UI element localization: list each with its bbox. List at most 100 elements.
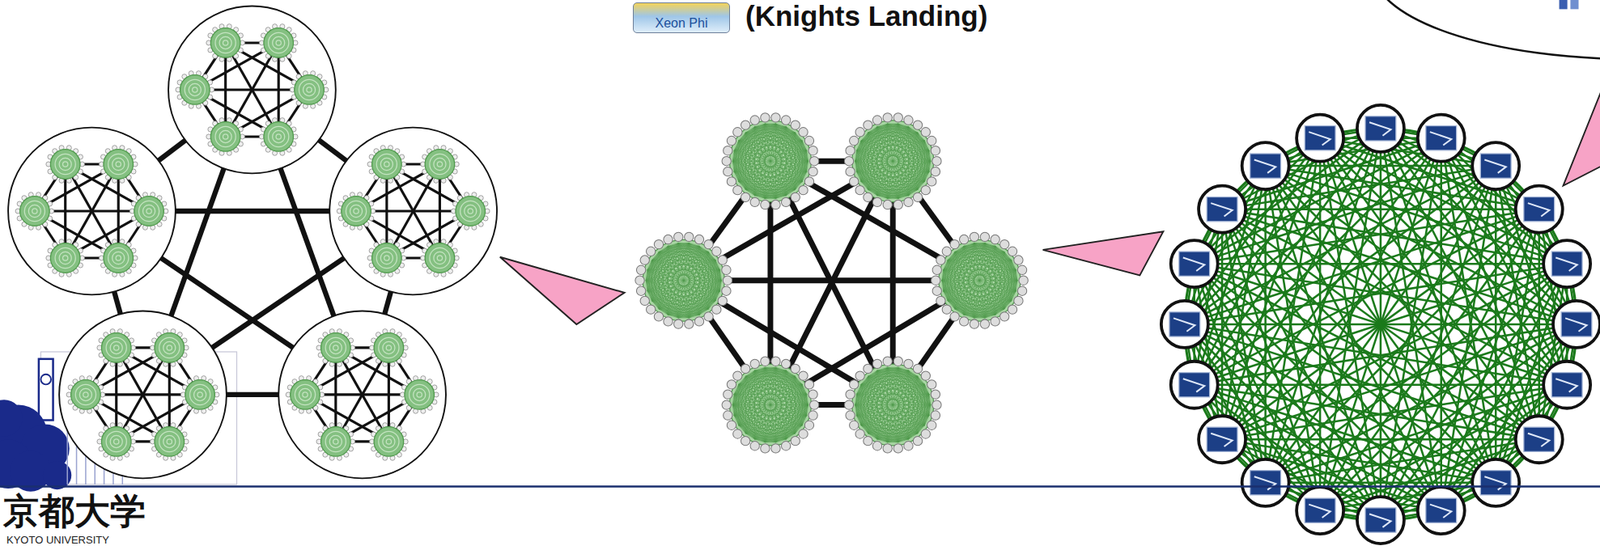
core-ring: [192, 87, 198, 93]
thread-link: [734, 150, 807, 172]
bubble-icon: [1559, 0, 1568, 9]
clock-face: [40, 374, 51, 386]
core-ring: [215, 32, 236, 53]
thread-link: [861, 140, 925, 141]
thread-dot: [927, 380, 937, 390]
thread-dot: [1007, 246, 1017, 256]
thread-link: [943, 260, 1012, 271]
core-disc: [263, 28, 294, 59]
core-ring: [28, 204, 41, 217]
thread-dot: [1014, 296, 1023, 306]
core-ring: [63, 255, 68, 261]
thread-dot: [760, 444, 770, 454]
thread-dot: [980, 319, 989, 329]
thread-dot: [927, 177, 937, 187]
core-disc: [154, 427, 185, 458]
thread-link: [856, 394, 930, 416]
core-disc: [321, 427, 352, 458]
thread-link: [954, 251, 1005, 253]
thread-link: [732, 394, 807, 405]
thread-dot: [721, 157, 731, 166]
core-ring: [188, 83, 201, 96]
core-ring: [106, 337, 127, 358]
core-ring: [437, 161, 442, 167]
thread-dot: [780, 115, 790, 125]
thread-dot: [980, 232, 989, 242]
thread-dot: [790, 436, 800, 446]
core-disc: [938, 239, 1021, 322]
thread-dot: [930, 167, 940, 177]
thread-dot: [893, 199, 903, 209]
core-disc: [50, 243, 81, 274]
thread-dot: [920, 185, 930, 195]
thread-link: [943, 270, 1017, 292]
core-ring: [106, 431, 127, 452]
core-node: [367, 239, 407, 278]
dense-core: [635, 232, 733, 329]
thread-link: [868, 376, 918, 378]
thread-dot: [893, 444, 903, 454]
thread-dot: [750, 441, 760, 451]
thread-link: [861, 384, 925, 386]
thread-dot: [1014, 255, 1023, 265]
thread-dot: [990, 317, 1000, 327]
core-disc: [852, 120, 934, 203]
thread-dot: [903, 197, 913, 207]
thread-dot: [808, 167, 818, 177]
thread-dot: [863, 192, 873, 202]
thread-dot: [1017, 265, 1027, 275]
thread-dot: [927, 420, 937, 430]
core-node: [206, 24, 246, 63]
core-disc: [372, 243, 403, 274]
thread-link: [794, 132, 796, 191]
thread-dot: [990, 234, 1000, 244]
thread-link: [856, 384, 925, 395]
thread-link: [755, 367, 777, 371]
thread-dot: [733, 127, 743, 137]
thread-dot: [932, 265, 942, 275]
thread-link: [745, 376, 795, 378]
core-disc: [185, 380, 216, 411]
core-ring: [464, 204, 477, 217]
core-node: [175, 71, 215, 110]
core-ring: [384, 161, 390, 167]
core-disc: [71, 380, 102, 411]
thread-dot: [882, 113, 892, 123]
callout-bubble: [1372, 0, 1600, 60]
pointer-triangle: [500, 257, 625, 325]
thread-dot: [845, 167, 855, 177]
core-ring: [382, 341, 395, 354]
thread-dot: [930, 411, 940, 421]
thread-dot: [942, 305, 951, 315]
core-ring: [184, 79, 205, 100]
core-ring: [378, 431, 399, 452]
core-disc: [154, 333, 185, 364]
core-node: [367, 145, 407, 184]
thread-dot: [1007, 305, 1017, 315]
thread-link: [764, 123, 807, 151]
thread-dot: [912, 436, 922, 446]
thread-link: [868, 376, 930, 395]
core-ring: [378, 337, 399, 358]
thread-link: [856, 140, 925, 151]
thread-dot: [845, 146, 855, 156]
thread-dot: [872, 197, 882, 207]
thread-dot: [932, 157, 942, 166]
thread-dot: [721, 400, 731, 410]
thread-link: [855, 150, 930, 162]
thread-dot: [798, 127, 808, 137]
thread-dot: [950, 312, 960, 322]
thread-dot: [849, 135, 859, 145]
thread-dot: [798, 429, 808, 439]
thread-link: [855, 394, 930, 405]
core-ring: [143, 204, 156, 217]
core-ring: [197, 392, 203, 398]
thread-dot: [872, 441, 882, 451]
core-ring: [437, 255, 442, 261]
thread-link: [943, 243, 985, 271]
pointer-triangle: [1043, 231, 1164, 276]
thread-dot: [903, 441, 913, 451]
